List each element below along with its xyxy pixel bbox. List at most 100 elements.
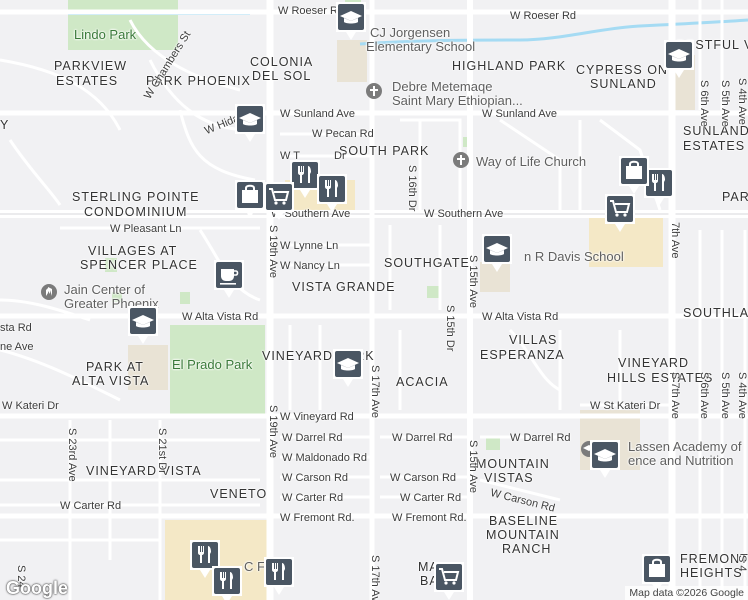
temple-icon[interactable] <box>40 283 58 301</box>
neighborhood-label: VINEYARD VISTA <box>86 464 202 478</box>
street-label: W Kateri Dr <box>2 400 59 412</box>
poi-label[interactable]: Lassen Academy of <box>628 439 742 454</box>
poi-label[interactable]: Way of Life Church <box>476 154 587 169</box>
street-label: W Roeser Rd <box>278 5 345 17</box>
google-logo: Google <box>6 578 68 598</box>
restaurant-icon[interactable] <box>315 172 349 214</box>
school-icon[interactable] <box>331 347 365 389</box>
neighborhood-label: SOUTHLA <box>683 306 748 320</box>
poi-label[interactable]: El Prado Park <box>172 357 253 372</box>
street-label: W Sunland Ave <box>280 108 356 120</box>
map-attribution[interactable]: Map data ©2026 Google <box>625 586 748 600</box>
neighborhood-label: ESTATES <box>683 139 746 153</box>
poi-label[interactable]: ence and Nutrition <box>628 453 734 468</box>
school-icon[interactable] <box>480 232 514 274</box>
poi-label[interactable]: n R Davis School <box>524 249 624 264</box>
poi-label[interactable]: Elementary School <box>366 39 476 54</box>
neighborhood-label: STERLING POINTE <box>72 190 200 204</box>
neighborhood-label: MA <box>418 560 439 574</box>
neighborhood-label: Y <box>0 118 10 132</box>
school-icon[interactable] <box>334 0 368 42</box>
neighborhood-label: VISTA GRANDE <box>292 280 396 294</box>
neighborhood-label: PARKVIEW <box>54 59 128 73</box>
street-label: S 5th Ave <box>719 372 731 419</box>
neighborhood-label: PARK PHOENIX <box>146 74 251 88</box>
street-label: W Sunland Ave <box>482 108 558 120</box>
neighborhood-label: PARK AT <box>86 360 144 374</box>
street-label: S 7th Ave <box>669 372 681 419</box>
street-label: W Carter Rd <box>60 500 122 512</box>
street-label: W Lynne Ln <box>280 240 339 252</box>
church-icon[interactable] <box>365 82 383 100</box>
restaurant-icon[interactable] <box>210 564 244 600</box>
cafe-icon[interactable] <box>212 258 246 300</box>
neighborhood-label: SPENCER PLACE <box>80 258 198 272</box>
street-label: S 4 <box>736 555 748 572</box>
neighborhood-label: CYPRESS ON <box>576 63 668 77</box>
shopping-bag-icon[interactable] <box>233 178 267 220</box>
neighborhood-label: VILLAS <box>509 333 558 347</box>
shopping-cart-icon[interactable] <box>432 560 466 600</box>
street-label: W St Kateri Dr <box>590 400 661 412</box>
neighborhood-label: BA <box>420 574 439 588</box>
shopping-cart-icon[interactable] <box>603 192 637 234</box>
street-label: S 6th Ave <box>698 372 710 419</box>
poi-label[interactable]: Saint Mary Ethiopian... <box>392 93 523 108</box>
school-icon[interactable] <box>126 304 160 346</box>
street-label: W Fremont Rd. <box>280 512 355 524</box>
street-label: W Darrel Rd <box>392 432 453 444</box>
street-label: W Carson Rd <box>390 472 457 484</box>
poi-label[interactable]: Lindo Park <box>74 27 137 42</box>
street-label: W Roeser Rd <box>510 10 577 22</box>
neighborhood-label: ALTA VISTA <box>72 374 150 388</box>
shopping-bag-icon[interactable] <box>640 552 674 594</box>
street-label: S 21st Dr <box>156 428 168 474</box>
street-label: 7th Ave <box>669 222 681 259</box>
street-label: S 15th Dr <box>444 305 456 352</box>
street-label: W Darrel Rd <box>282 432 343 444</box>
poi-label[interactable]: Jain Center of <box>64 282 145 297</box>
neighborhood-label: PAR <box>722 190 748 204</box>
neighborhood-label: SOUTHGATE <box>384 256 470 270</box>
street-label: W Southern Ave <box>424 208 504 220</box>
restaurant-icon[interactable] <box>262 555 296 597</box>
shopping-bag-icon[interactable] <box>617 154 651 196</box>
restaurant-icon[interactable] <box>642 166 676 208</box>
school-icon[interactable] <box>662 38 696 80</box>
poi-label[interactable]: CJ Jorgensen <box>370 25 451 40</box>
neighborhood-label: SUNLAND <box>683 124 748 138</box>
street-label: S 16th Dr <box>406 165 418 212</box>
street-label: S 5th Ave <box>719 80 731 127</box>
neighborhood-label: SOUTH PARK <box>339 144 430 158</box>
neighborhood-label: VINEYARD <box>618 356 689 370</box>
street-label: W Carter Rd <box>400 492 462 504</box>
street-label: W Alta Vista Rd <box>182 311 259 323</box>
neighborhood-label: FREMONT <box>680 552 748 566</box>
neighborhood-label: ACACIA <box>396 375 449 389</box>
street-label: S 17th Ave <box>369 555 381 600</box>
street-label: S 15th Ave <box>467 255 479 309</box>
street-label: S 19th Ave <box>267 405 279 459</box>
street-label: S 17th Ave <box>369 365 381 419</box>
shopping-cart-icon[interactable] <box>262 180 296 222</box>
poi-label[interactable]: Debre Metemaqe <box>392 79 493 94</box>
neighborhood-label: CONDOMINIUM <box>84 205 188 219</box>
neighborhood-label: HEIGHTS <box>680 566 743 580</box>
street-label: W T <box>280 150 300 162</box>
street-label: S 19th Ave <box>267 225 279 279</box>
restaurant-icon[interactable] <box>288 158 322 200</box>
neighborhood-label: HILLS ESTATES <box>607 371 714 385</box>
neighborhood-label: MOUNTAIN <box>476 457 550 471</box>
neighborhood-label: COLONIA <box>250 55 314 69</box>
church-icon[interactable] <box>452 151 470 169</box>
neighborhood-label: VILLAGES AT <box>88 244 178 258</box>
school-icon[interactable] <box>588 438 622 480</box>
street-label: ne Ave <box>0 341 34 353</box>
street-label: sta Rd <box>0 322 32 334</box>
street-label: S 23rd Ave <box>66 428 78 482</box>
neighborhood-label: RANCH <box>502 542 552 556</box>
school-icon[interactable] <box>233 102 267 144</box>
street-label: W Pleasant Ln <box>110 223 182 235</box>
neighborhood-label: SUNLAND <box>590 77 657 91</box>
